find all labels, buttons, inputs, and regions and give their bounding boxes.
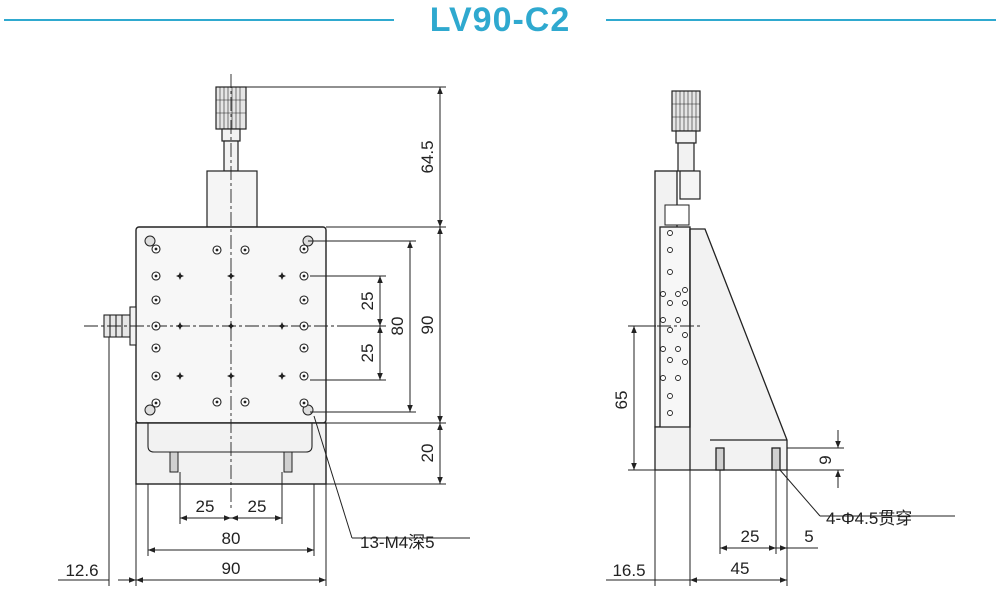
title-rule-left bbox=[4, 19, 394, 21]
dim-pitch-lower: 25 bbox=[358, 344, 377, 363]
dim-base-height: 20 bbox=[418, 444, 437, 463]
micrometer-front bbox=[206, 86, 258, 228]
front-view: 64.5 90 20 80 25 25 25 25 80 90 12.6 13-… bbox=[58, 74, 470, 586]
dim-pitch-h-left: 25 bbox=[196, 497, 215, 516]
dim-pitch-h-right: 25 bbox=[248, 497, 267, 516]
side-view: 65 9 25 5 45 16.5 4-Φ4.5贯穿 bbox=[606, 90, 955, 586]
dim-offset-left: 12.6 bbox=[65, 561, 98, 580]
title-rule-right bbox=[606, 19, 996, 21]
callout-tapped-holes: 13-M4深5 bbox=[360, 533, 435, 552]
dim-pitch-upper: 25 bbox=[358, 292, 377, 311]
dim-hole-span-v: 80 bbox=[388, 317, 407, 336]
callout-through-holes: 4-Φ4.5贯穿 bbox=[826, 509, 912, 528]
dim-micrometer-height: 64.5 bbox=[418, 140, 437, 173]
dim-base-length: 45 bbox=[731, 559, 750, 578]
dim-table-height: 65 bbox=[612, 391, 631, 410]
dim-slot-pitch: 25 bbox=[741, 527, 760, 546]
dim-hole-span-h: 80 bbox=[222, 529, 241, 548]
title-bar: LV90-C2 bbox=[0, 0, 1000, 44]
drawing-title: LV90-C2 bbox=[429, 1, 571, 39]
micrometer-side bbox=[671, 90, 701, 200]
angle-bracket bbox=[654, 228, 788, 471]
dim-stage-width: 90 bbox=[222, 559, 241, 578]
dim-side-offset-left: 16.5 bbox=[612, 561, 645, 580]
dim-slot-offset: 5 bbox=[804, 527, 813, 546]
side-holes bbox=[660, 230, 688, 416]
dim-stage-height: 90 bbox=[418, 316, 437, 335]
dim-slot-height: 9 bbox=[816, 455, 835, 464]
